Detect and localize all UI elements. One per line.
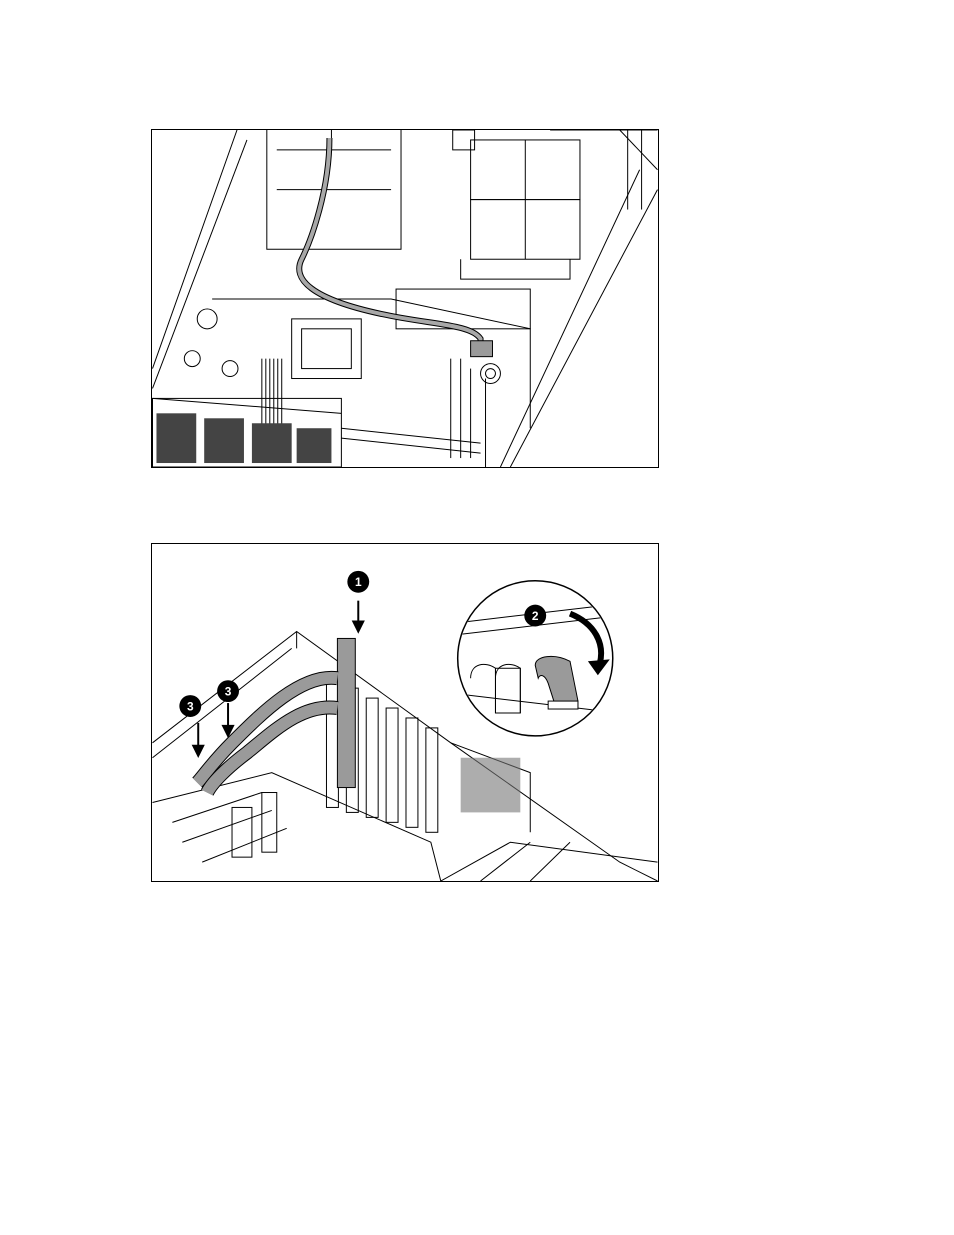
vent-pattern: [461, 758, 521, 813]
svg-text:2: 2: [532, 609, 539, 623]
svg-text:3: 3: [225, 685, 232, 699]
card-install-illustration: 1 3 3: [152, 544, 658, 881]
callout-1: 1: [347, 571, 369, 593]
expansion-card-bracket: [337, 638, 355, 787]
cable-connector: [471, 341, 493, 357]
svg-text:1: 1: [355, 575, 362, 589]
callout-3-right: 3: [217, 680, 239, 702]
callout-3-left: 3: [179, 695, 201, 717]
chassis-illustration: [152, 130, 658, 467]
figure-card-install: 1 3 3: [151, 543, 659, 882]
detail-magnifier: 2: [451, 581, 620, 736]
callout-2: 2: [524, 605, 546, 627]
routed-cable: [299, 138, 480, 349]
svg-text:3: 3: [187, 700, 194, 714]
figure-chassis-cable-routing: [151, 129, 659, 468]
